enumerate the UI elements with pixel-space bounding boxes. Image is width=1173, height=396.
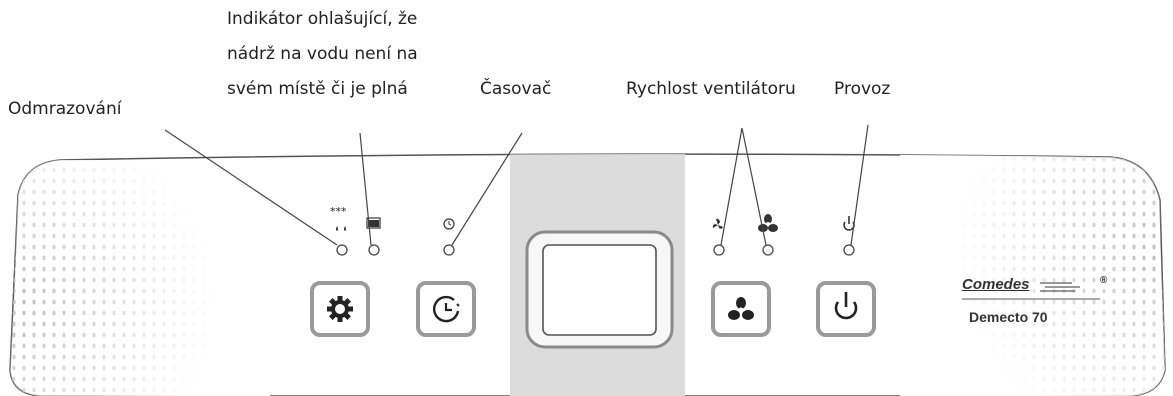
leader-power [850,124,869,246]
power-button-frame [816,281,876,337]
defrost-stars: *** [330,205,347,218]
display-window-inner [542,244,657,336]
led-defrost [336,244,348,256]
brand-model: Demecto 70 [969,309,1048,325]
leader-defrost [164,129,338,246]
power-icon [834,292,858,320]
led-tank [368,244,380,256]
label-fan-speed: Rychlost ventilátoru [626,79,796,99]
leader-fan-low [720,127,743,246]
timer-icon [433,295,460,323]
clock-icon [443,218,455,230]
led-fan-low [713,244,725,256]
brand-logo: Comedes ® [962,275,1112,294]
label-tank-line1: Indikátor ohlašující, že [227,9,418,29]
label-tank-line2: nádrž na vodu není na [227,44,418,64]
water-tank-icon [366,217,381,229]
led-power [843,244,855,256]
label-power: Provoz [834,79,891,99]
leader-tank [359,132,372,246]
snowflake-drops-icon [336,226,346,231]
brand-name: Comedes [962,276,1030,293]
label-defrost: Odmrazování [8,99,122,119]
brand-trademark: ® [1099,275,1108,286]
gear-icon [327,296,353,322]
leader-timer [451,132,523,246]
leader-fan-high [741,127,767,246]
label-tank-line3: svém místě či je plná [227,79,408,99]
fan-low-icon [712,218,723,229]
label-timer: Časovač [480,79,552,99]
brand-swoosh [1040,282,1080,292]
led-fan-high [762,244,774,256]
led-timer [443,244,455,256]
fan-icon [728,297,754,320]
